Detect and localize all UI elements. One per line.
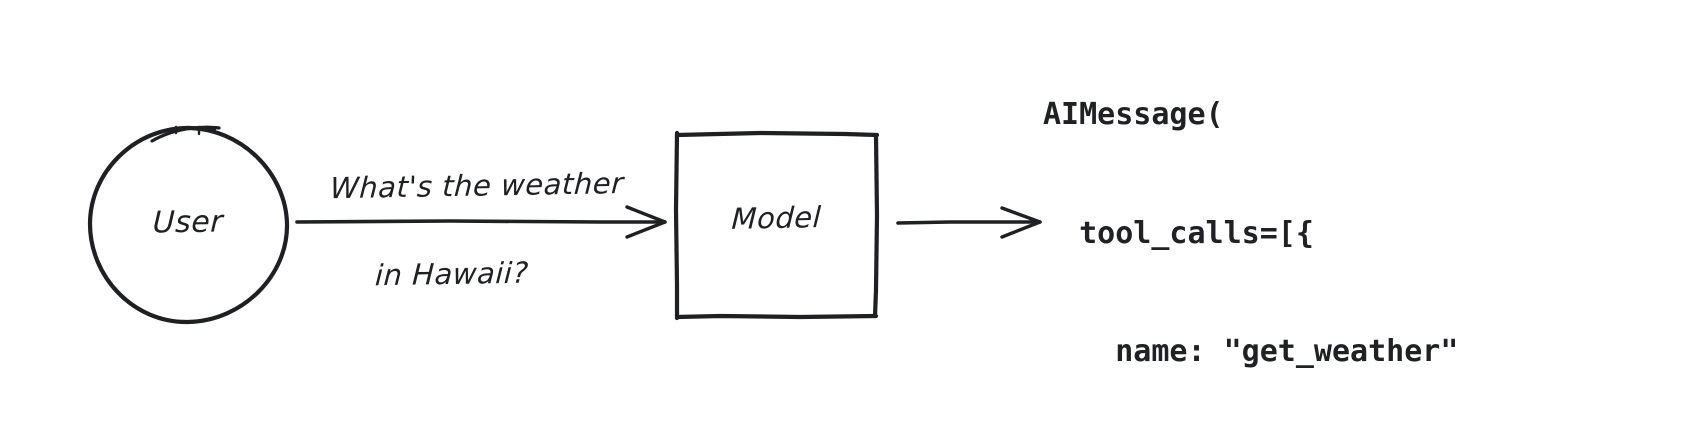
model-node-box	[673, 130, 880, 321]
user-node-circle	[87, 125, 290, 325]
user-node-label: User	[152, 204, 224, 241]
code-line: name: "get_weather"	[1043, 334, 1459, 369]
code-line: tool_calls=[{	[1043, 215, 1314, 251]
code-line: AIMessage(	[1043, 97, 1224, 132]
edge-label-line-2: in Hawaii?	[374, 255, 530, 293]
edge-label-line-1: What's the weather	[329, 166, 625, 206]
edge-label-user-to-model: What's the weather in Hawaii?	[281, 117, 625, 387]
arrow-user-to-model	[295, 205, 667, 239]
ai-message-code-block: AIMessage( tool_calls=[{ name: "get_weat…	[1043, 16, 1495, 432]
arrow-model-to-output	[896, 206, 1042, 239]
model-node-label: Model	[730, 200, 823, 236]
